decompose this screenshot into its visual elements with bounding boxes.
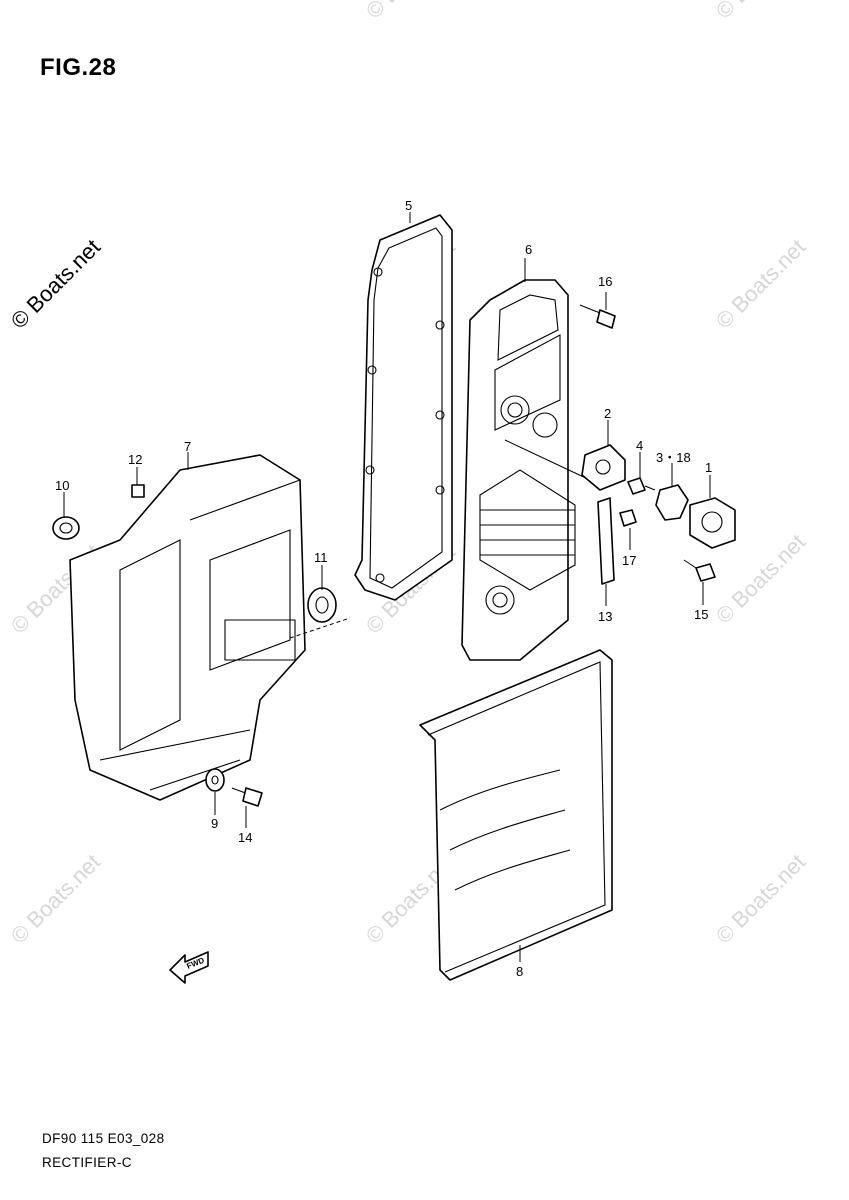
part-10-grommet: [52, 492, 80, 540]
part-1-holder: [689, 475, 736, 549]
watermark: © Boats.net: [711, 529, 810, 628]
part-16-bolt: [579, 292, 616, 329]
part-9-washer: [205, 768, 225, 815]
part-label-7: 7: [184, 439, 191, 454]
part-13-band: [597, 497, 615, 606]
part-15-bolt: [683, 559, 716, 605]
diagram-name: RECTIFIER-C: [42, 1155, 132, 1170]
part-label-12: 12: [128, 452, 142, 467]
watermark: © Boats.net: [361, 0, 460, 24]
watermark-main: © Boats.net: [6, 234, 105, 333]
part-label-13: 13: [598, 609, 612, 624]
part-12-clip: [131, 467, 145, 498]
figure-title: FIG.28: [40, 54, 117, 81]
part-label-17: 17: [622, 553, 636, 568]
part-label-6: 6: [525, 242, 532, 257]
part-11-grommet: [289, 565, 351, 639]
part-8-cover: [419, 649, 613, 981]
part-label-14: 14: [238, 830, 252, 845]
part-7-case: [69, 452, 306, 801]
part-label-3-18: 3・18: [656, 450, 691, 465]
part-14-bolt: [231, 787, 263, 828]
part-label-10: 10: [55, 478, 69, 493]
watermark: © Boats.net: [711, 849, 810, 948]
part-label-8: 8: [516, 964, 523, 979]
watermark: © Boats.net: [711, 234, 810, 333]
diagram-code: DF90 115 E03_028: [42, 1131, 165, 1146]
part-2-plate: [581, 420, 626, 491]
part-label-4: 4: [636, 438, 643, 453]
part-label-11: 11: [314, 550, 328, 565]
part-6-rectifier: [461, 258, 591, 661]
watermark: © Boats.net: [6, 849, 105, 948]
part-label-2: 2: [604, 406, 611, 421]
part-17-bolt: [619, 509, 637, 550]
part-label-15: 15: [694, 607, 708, 622]
part-4-bolt: [627, 452, 656, 495]
fwd-arrow-icon: FWD: [169, 951, 209, 984]
part-labels: 1 2 3・18 4 5 6 7 8 9 10 11 12 13 14 15 1…: [55, 198, 712, 979]
watermark: © Boats.net: [711, 0, 810, 24]
part-3-18-grommet: [655, 463, 689, 521]
part-label-1: 1: [705, 460, 712, 475]
part-label-9: 9: [211, 816, 218, 831]
part-5-gasket: [354, 212, 453, 601]
part-label-16: 16: [598, 274, 612, 289]
part-label-5: 5: [405, 198, 412, 213]
